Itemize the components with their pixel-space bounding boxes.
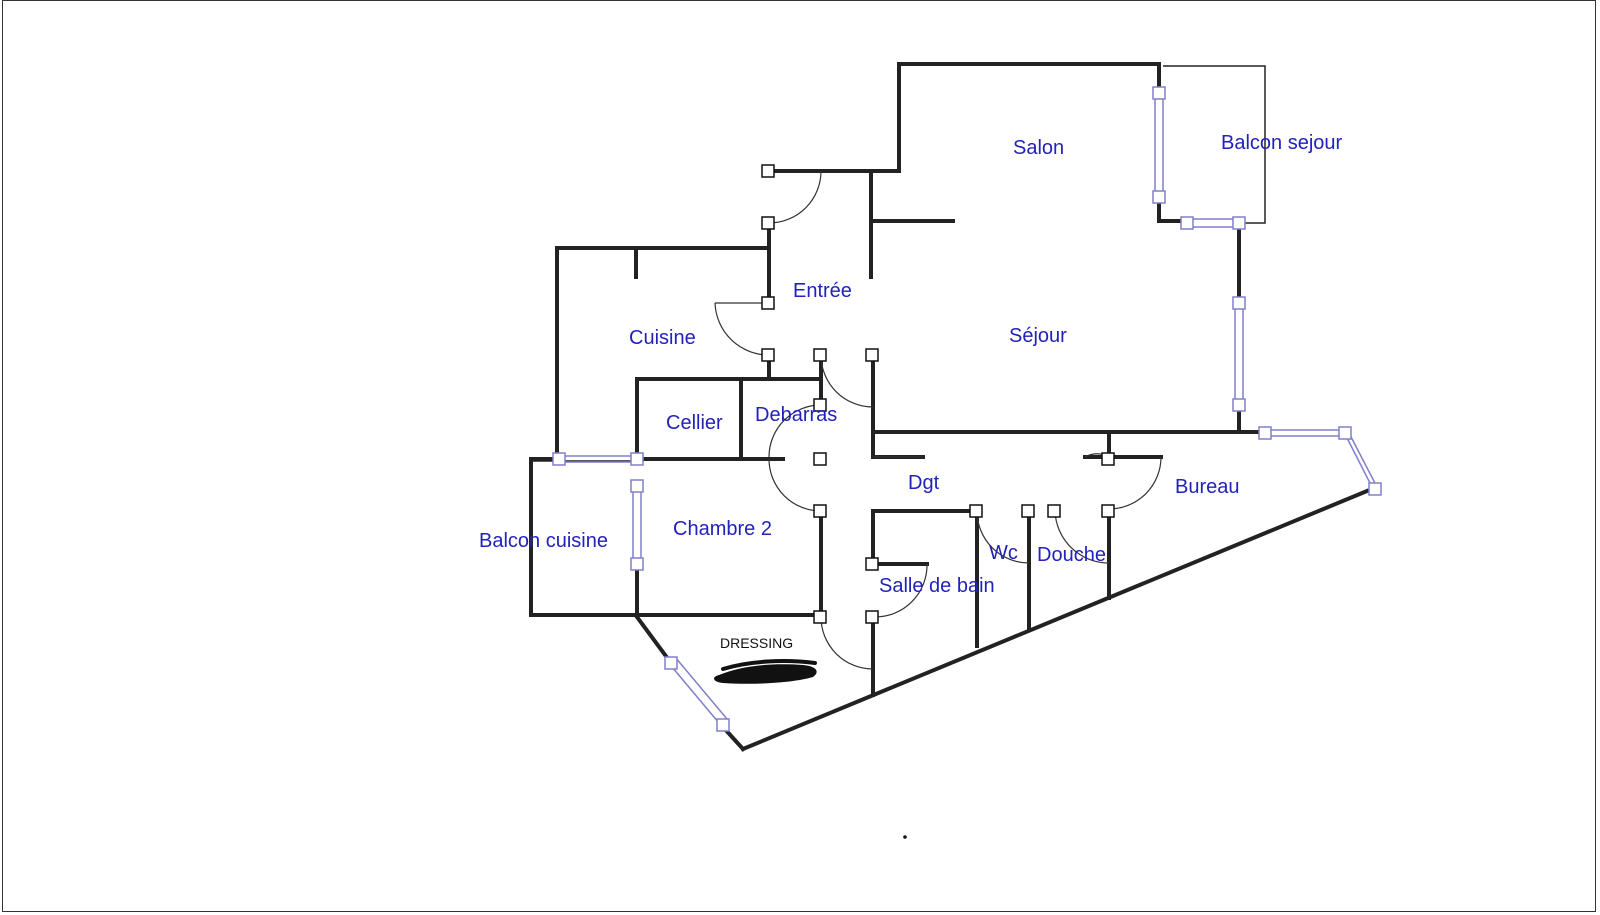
handle[interactable] — [1338, 426, 1352, 440]
door-swings — [714, 170, 1162, 670]
label-salon: Salon — [1013, 137, 1064, 159]
door-bureau — [1108, 456, 1162, 510]
handle[interactable] — [1101, 452, 1115, 466]
handle[interactable] — [1101, 504, 1115, 518]
selection-handles-blue[interactable] — [552, 86, 1382, 732]
door-douche — [1054, 510, 1110, 564]
door-chambre — [768, 458, 822, 512]
door-wc — [976, 510, 1030, 564]
label-chambre-2: Chambre 2 — [673, 518, 772, 540]
door-sdb — [874, 563, 928, 618]
handle[interactable] — [1232, 296, 1246, 310]
label-dressing: DRESSING — [720, 635, 793, 651]
handle[interactable] — [761, 164, 775, 178]
wall-outer-diagonal — [740, 488, 1370, 752]
handle[interactable] — [630, 479, 644, 493]
label-bureau: Bureau — [1175, 476, 1240, 498]
door-debarras — [768, 404, 822, 458]
handle[interactable] — [761, 296, 775, 310]
window-bureau-c — [1342, 429, 1374, 490]
wall-dressing-left — [634, 614, 674, 666]
handle[interactable] — [552, 452, 566, 466]
balcony-outlines — [531, 65, 1266, 462]
room-labels: Salon Balcon sejour Entrée Cuisine Séjou… — [479, 132, 1343, 597]
handle[interactable] — [813, 348, 827, 362]
handle[interactable] — [664, 656, 678, 670]
label-dgt: Dgt — [908, 472, 940, 494]
walls — [529, 62, 1370, 752]
label-cellier: Cellier — [666, 412, 723, 434]
door-sejour — [820, 354, 874, 408]
handle[interactable] — [761, 348, 775, 362]
handle[interactable] — [813, 452, 827, 466]
handle[interactable] — [1232, 216, 1246, 230]
scribble-icon — [714, 659, 817, 684]
handle[interactable] — [630, 557, 644, 571]
handle[interactable] — [1180, 216, 1194, 230]
handle[interactable] — [969, 504, 983, 518]
label-balcon-sejour: Balcon sejour — [1221, 132, 1343, 154]
handle[interactable] — [1021, 504, 1035, 518]
handle[interactable] — [813, 610, 827, 624]
window-bureau-d — [1348, 432, 1378, 488]
handle[interactable] — [1368, 482, 1382, 496]
handle[interactable] — [716, 718, 730, 732]
handle[interactable] — [630, 452, 644, 466]
selection-handles-black[interactable] — [761, 164, 1115, 624]
handle[interactable] — [865, 348, 879, 362]
door-cuisine — [714, 302, 770, 356]
stray-dot — [903, 835, 907, 839]
label-debarras: Debarras — [755, 404, 837, 426]
label-salle-de-bain: Salle de bain — [879, 575, 995, 597]
window-dressing-b — [674, 656, 728, 720]
window-dressing-a — [666, 660, 720, 724]
handle[interactable] — [813, 504, 827, 518]
door-dressing — [820, 616, 874, 670]
balcon-sejour-outline — [1163, 65, 1266, 224]
label-wc: Wc — [989, 542, 1018, 564]
windows — [559, 93, 1378, 724]
label-balcon-cuisine: Balcon cuisine — [479, 530, 608, 552]
label-entree: Entrée — [793, 280, 852, 302]
handle[interactable] — [1258, 426, 1272, 440]
label-douche: Douche — [1037, 544, 1106, 566]
handle[interactable] — [865, 557, 879, 571]
handle[interactable] — [813, 398, 827, 412]
label-cuisine: Cuisine — [629, 327, 696, 349]
handle[interactable] — [1047, 504, 1061, 518]
handle[interactable] — [865, 610, 879, 624]
handle[interactable] — [1152, 86, 1166, 100]
handle[interactable] — [1152, 190, 1166, 204]
label-sejour: Séjour — [1009, 325, 1067, 347]
handle[interactable] — [1232, 398, 1246, 412]
floor-plan: Salon Balcon sejour Entrée Cuisine Séjou… — [479, 62, 1382, 839]
handle[interactable] — [761, 216, 775, 230]
door-entree-main — [768, 170, 822, 224]
